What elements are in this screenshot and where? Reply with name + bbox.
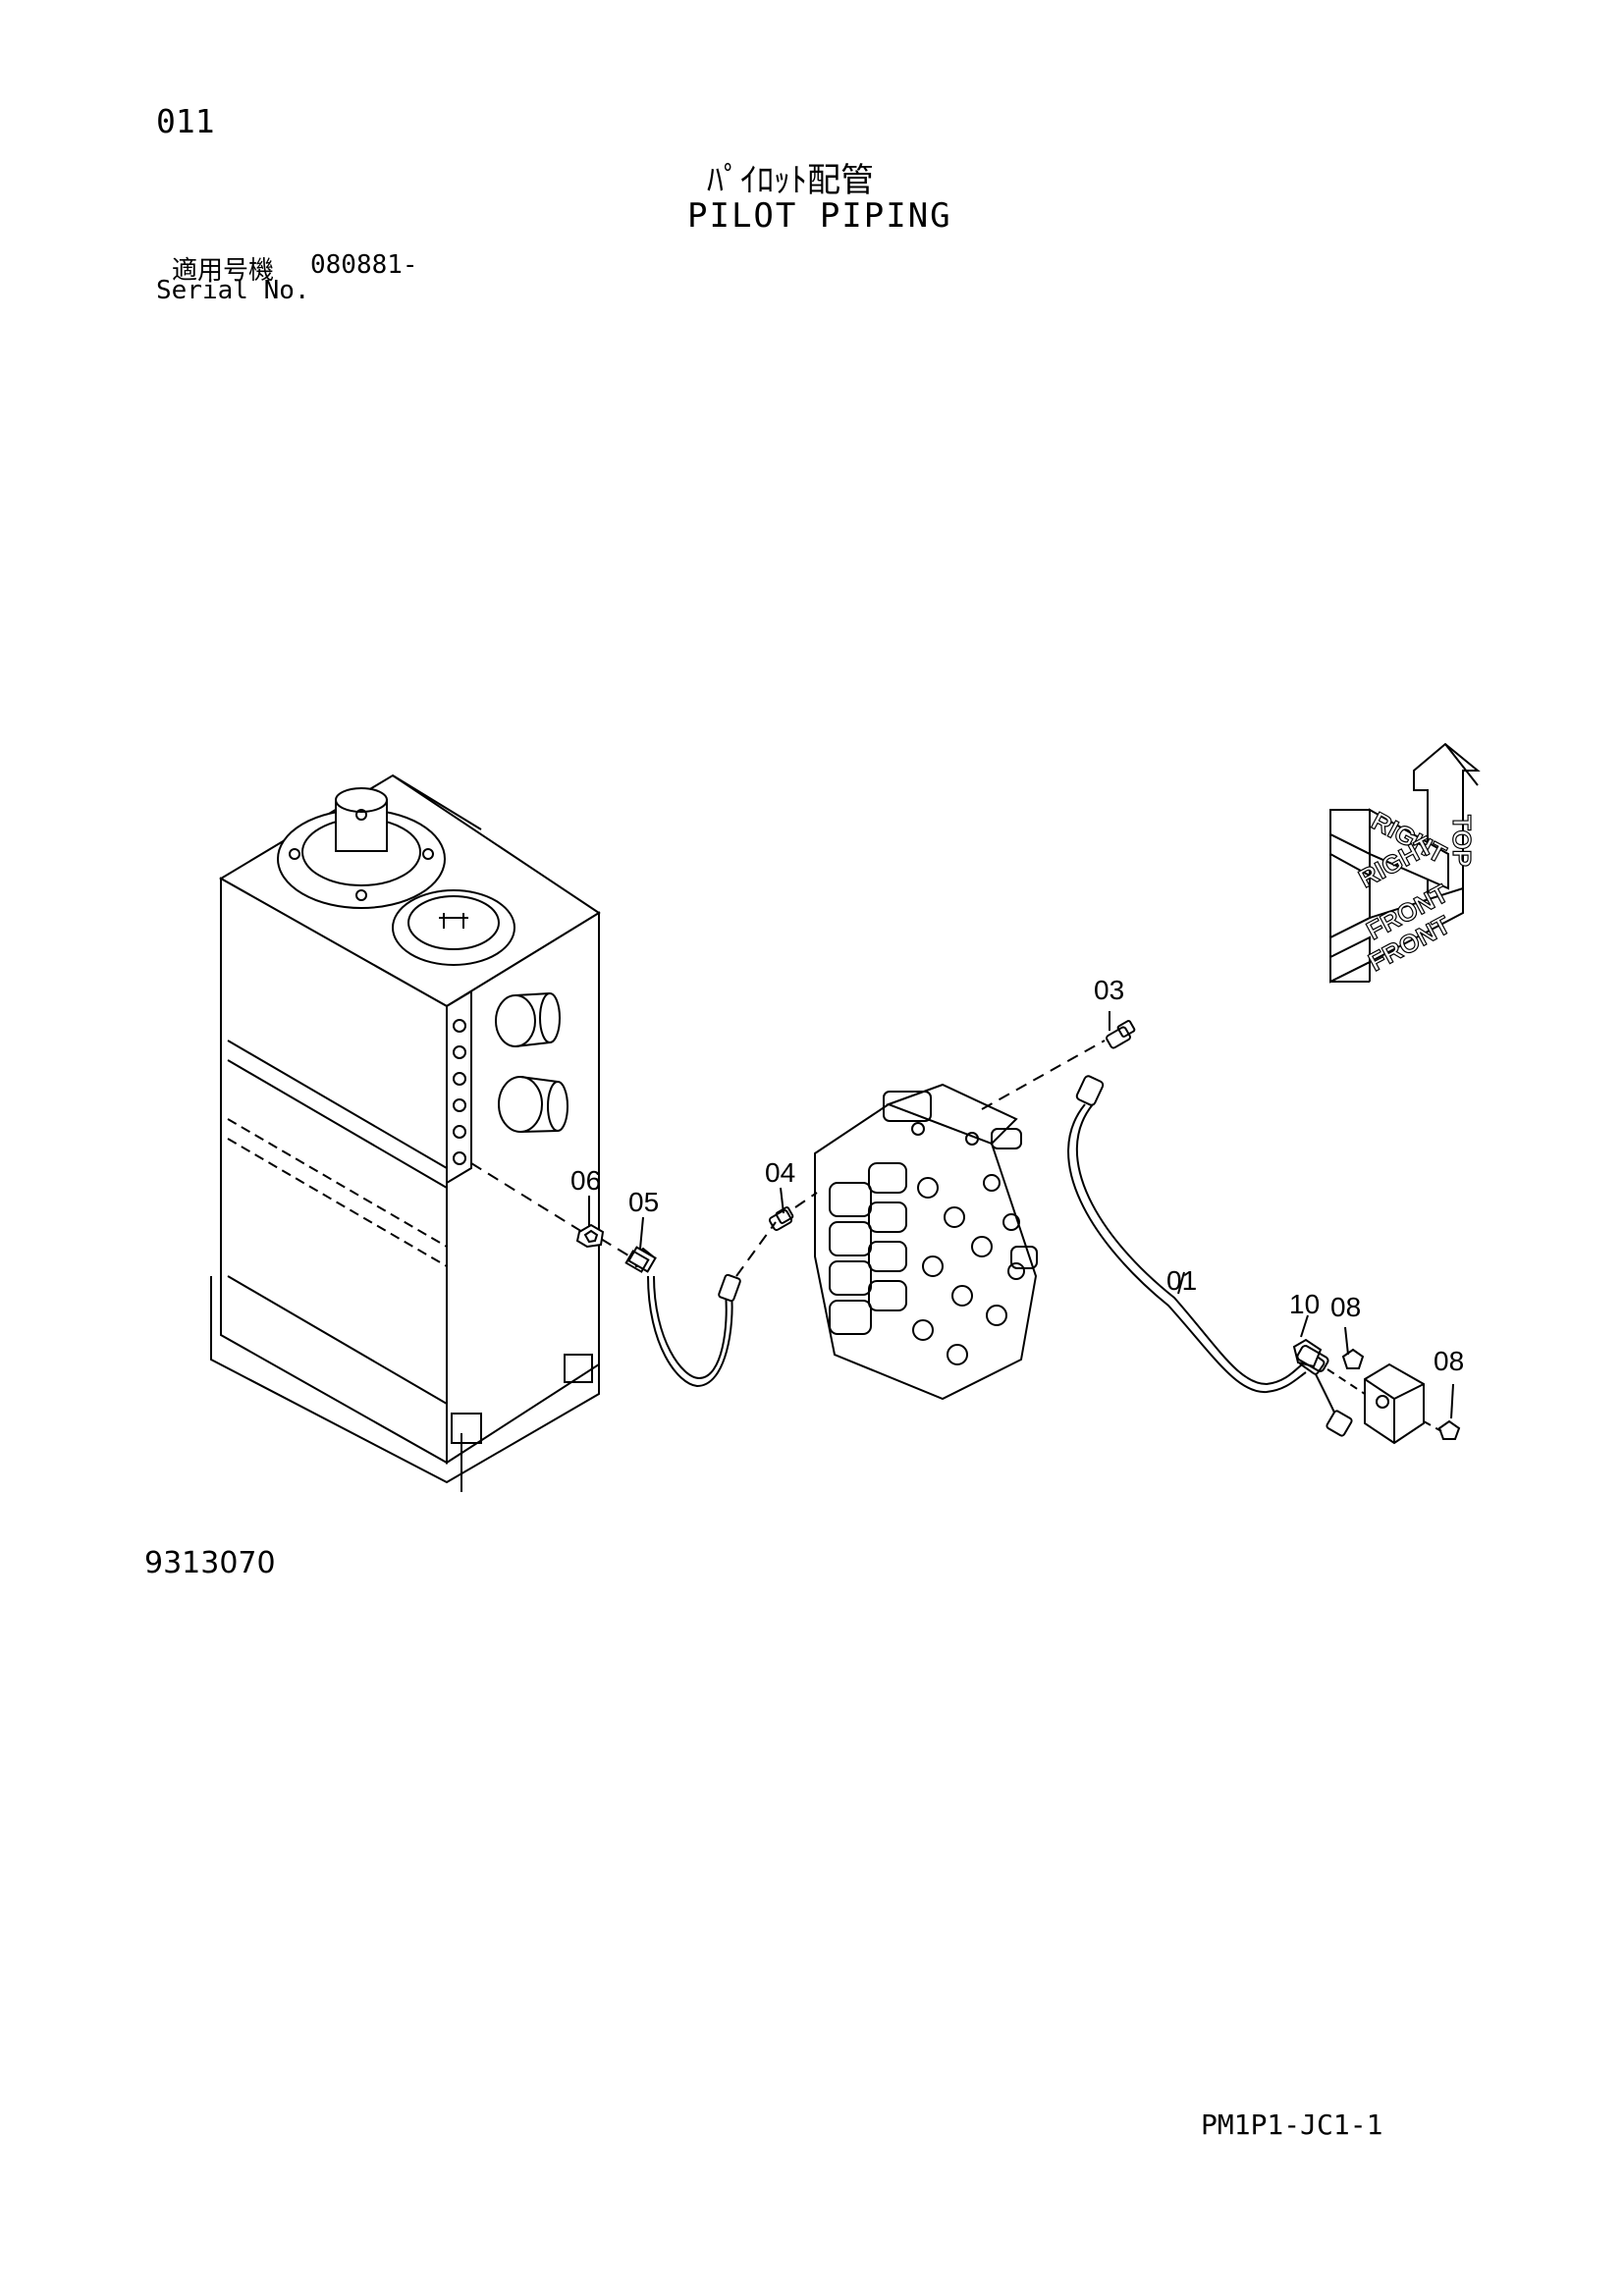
leader-lines [588, 1011, 1454, 1419]
callout-06: 06 [570, 1165, 601, 1196]
callout-05: 05 [628, 1187, 659, 1217]
control-valve [814, 1083, 1038, 1401]
pressure-sensor-block [1292, 1338, 1461, 1445]
serial-label-japanese: 適用号機 [172, 256, 275, 286]
page-title: PILOT PIPING [687, 196, 952, 236]
title-japanese: ﾊﾟｲﾛｯﾄ配管 [707, 161, 874, 200]
page-number: 011 [156, 102, 215, 140]
hydraulic-tank [210, 774, 601, 1492]
serial-number-value: 080881- [310, 250, 418, 280]
callout-01: 01 [1166, 1265, 1197, 1296]
callout-08-b: 08 [1434, 1346, 1464, 1376]
callout-03: 03 [1094, 975, 1124, 1005]
callout-10: 10 [1289, 1289, 1320, 1319]
diagram-number: 9313070 [144, 1546, 276, 1580]
orientation-top-label: TOP [1447, 815, 1477, 867]
page-code: PM1P1-JC1-1 [1201, 2109, 1383, 2141]
pilot-hose-left [624, 1206, 794, 1388]
pilot-hose-right [1067, 1020, 1353, 1437]
serial-label: Serial No. [156, 276, 310, 305]
connection-lines [470, 1040, 1106, 1277]
callout-04: 04 [765, 1157, 795, 1188]
fitting-06 [575, 1223, 605, 1249]
orientation-indicator [1329, 742, 1481, 984]
callout-08: 08 [1330, 1292, 1361, 1322]
